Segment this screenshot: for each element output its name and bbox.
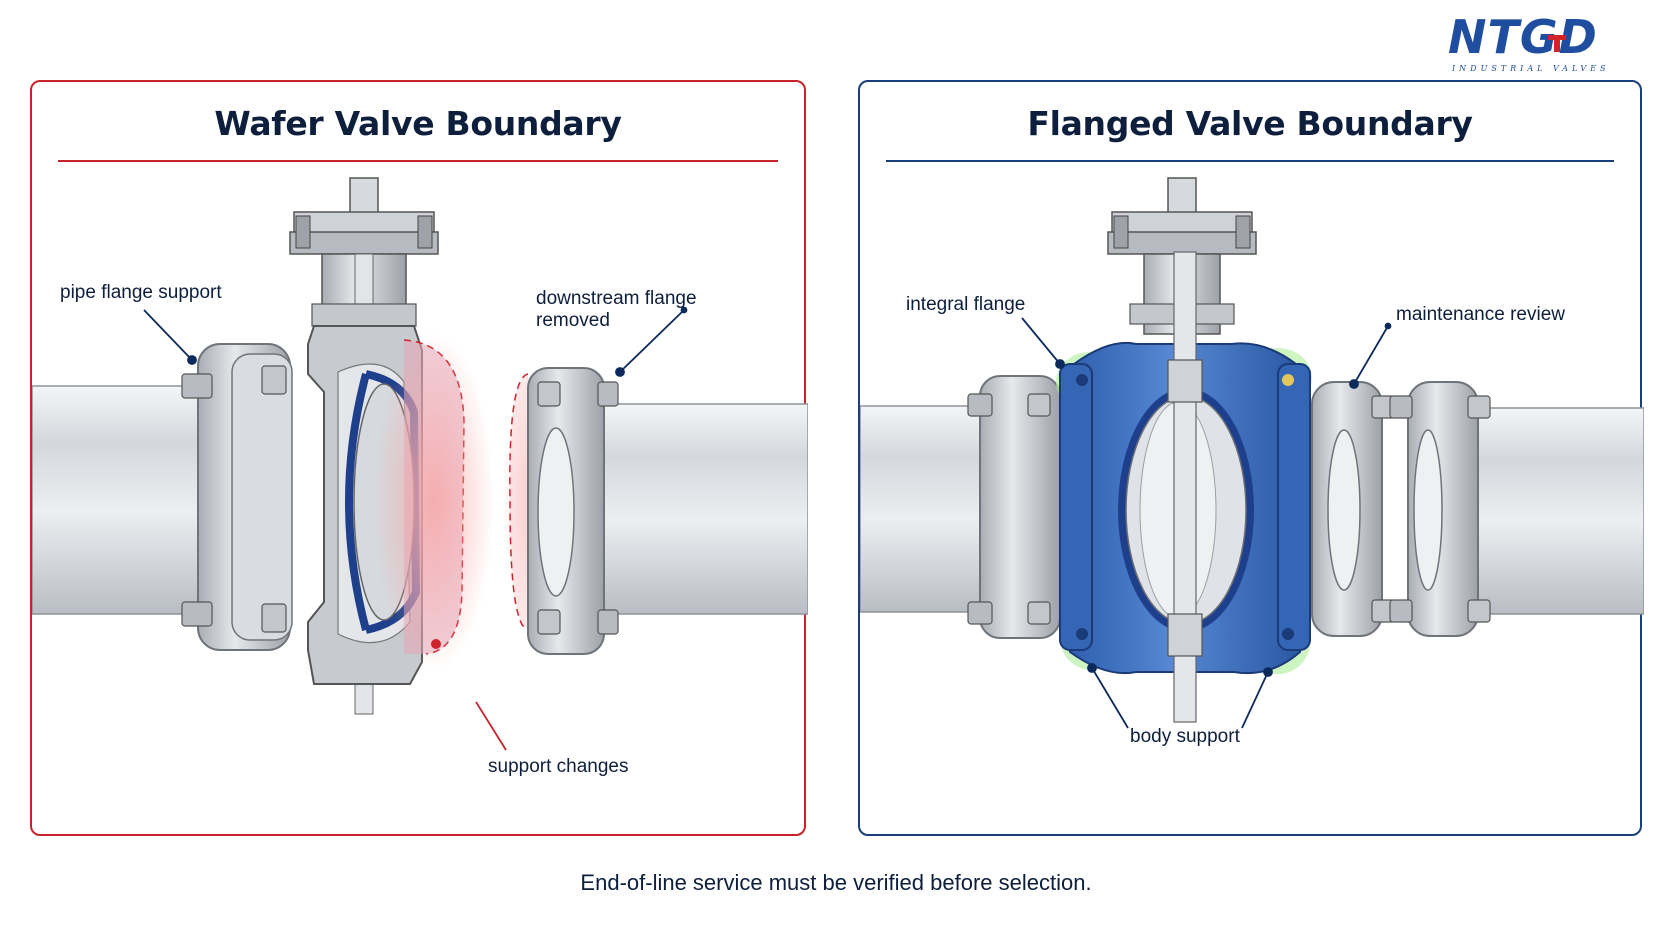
flanged-panel: Flanged Valve Boundary [858, 80, 1644, 836]
logo-subtitle: INDUSTRIAL VALVES [1452, 64, 1610, 73]
downstream-mating-flange [1311, 381, 1395, 637]
wafer-title-rule [58, 160, 778, 162]
brand-logo: NTGD INDUSTRIAL VALVES [1448, 10, 1638, 74]
flanged-panel-title: Flanged Valve Boundary [1027, 104, 1473, 143]
footer-caption: End-of-line service must be verified bef… [580, 870, 1092, 895]
label-downstream-flange-line2: removed [536, 310, 610, 331]
wafer-leader-lines [143, 306, 688, 751]
label-downstream-flange-line1: downstream flange [536, 288, 697, 309]
downstream-pipe-flange [527, 367, 619, 655]
flanged-leader-lines [1021, 317, 1392, 729]
flanged-valve-body [1059, 251, 1311, 723]
upstream-pipe-flange [967, 375, 1061, 639]
downstream-pipe [601, 403, 808, 615]
valve-actuator-mount [1107, 177, 1257, 335]
upstream-pipe-flange [181, 343, 293, 651]
downstream-pipe-flange [1389, 381, 1491, 637]
wafer-panel: Wafer Valve Boundary [30, 80, 808, 836]
label-maintenance-review: maintenance review [1396, 304, 1565, 325]
wafer-exposed-face-highlight [374, 332, 494, 672]
flanged-title-rule [886, 160, 1614, 162]
label-body-support: body support [1130, 726, 1240, 747]
wafer-panel-title: Wafer Valve Boundary [214, 104, 622, 143]
label-integral-flange: integral flange [906, 294, 1026, 315]
logo-red-t-mark [1548, 35, 1566, 52]
label-support-changes: support changes [488, 756, 629, 777]
label-pipe-flange-support: pipe flange support [60, 282, 222, 303]
logo-wordmark: NTGD [1448, 10, 1598, 64]
flanged-valve-illustration [860, 177, 1644, 729]
wafer-valve-illustration [32, 177, 808, 751]
